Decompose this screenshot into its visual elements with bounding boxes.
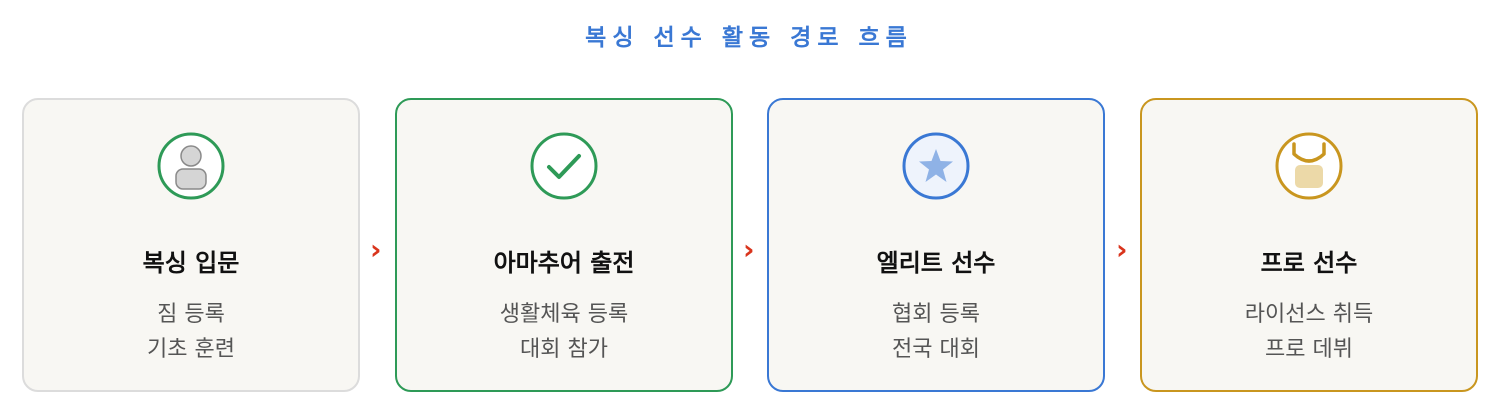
stage-name: 엘리트 선수 (876, 249, 996, 277)
stage-detail: 짐 등록 (157, 302, 225, 327)
star-icon (902, 132, 970, 200)
stage-card-pro: 프로 선수 라이선스 취득 프로 데뷔 (1140, 98, 1478, 392)
stage-name: 복싱 입문 (142, 249, 240, 277)
stage-card-boxing-intro: 복싱 입문 짐 등록 기초 훈련 (22, 98, 360, 392)
flow-arrow: › (1116, 233, 1128, 266)
stage-detail: 라이선스 취득 (1244, 302, 1374, 327)
flow-arrow: › (743, 233, 755, 266)
stage-name: 프로 선수 (1260, 249, 1358, 277)
stage-detail: 협회 등록 (892, 302, 980, 327)
medal-icon (1275, 132, 1343, 200)
stage-detail: 프로 데뷔 (1265, 337, 1353, 362)
stage-card-amateur: 아마추어 출전 생활체육 등록 대회 참가 (395, 98, 733, 392)
stage-detail: 생활체육 등록 (499, 302, 629, 327)
stage-name: 아마추어 출전 (493, 249, 635, 277)
check-icon (530, 132, 598, 200)
stage-detail: 기초 훈련 (147, 337, 235, 362)
diagram-title: 복싱 선수 활동 경로 흐름 (585, 25, 913, 51)
stage-card-elite: 엘리트 선수 협회 등록 전국 대회 (767, 98, 1105, 392)
stage-detail: 전국 대회 (892, 337, 980, 362)
stage-detail: 대회 참가 (520, 337, 608, 362)
person-icon (157, 132, 225, 200)
flow-arrow: › (370, 233, 382, 266)
